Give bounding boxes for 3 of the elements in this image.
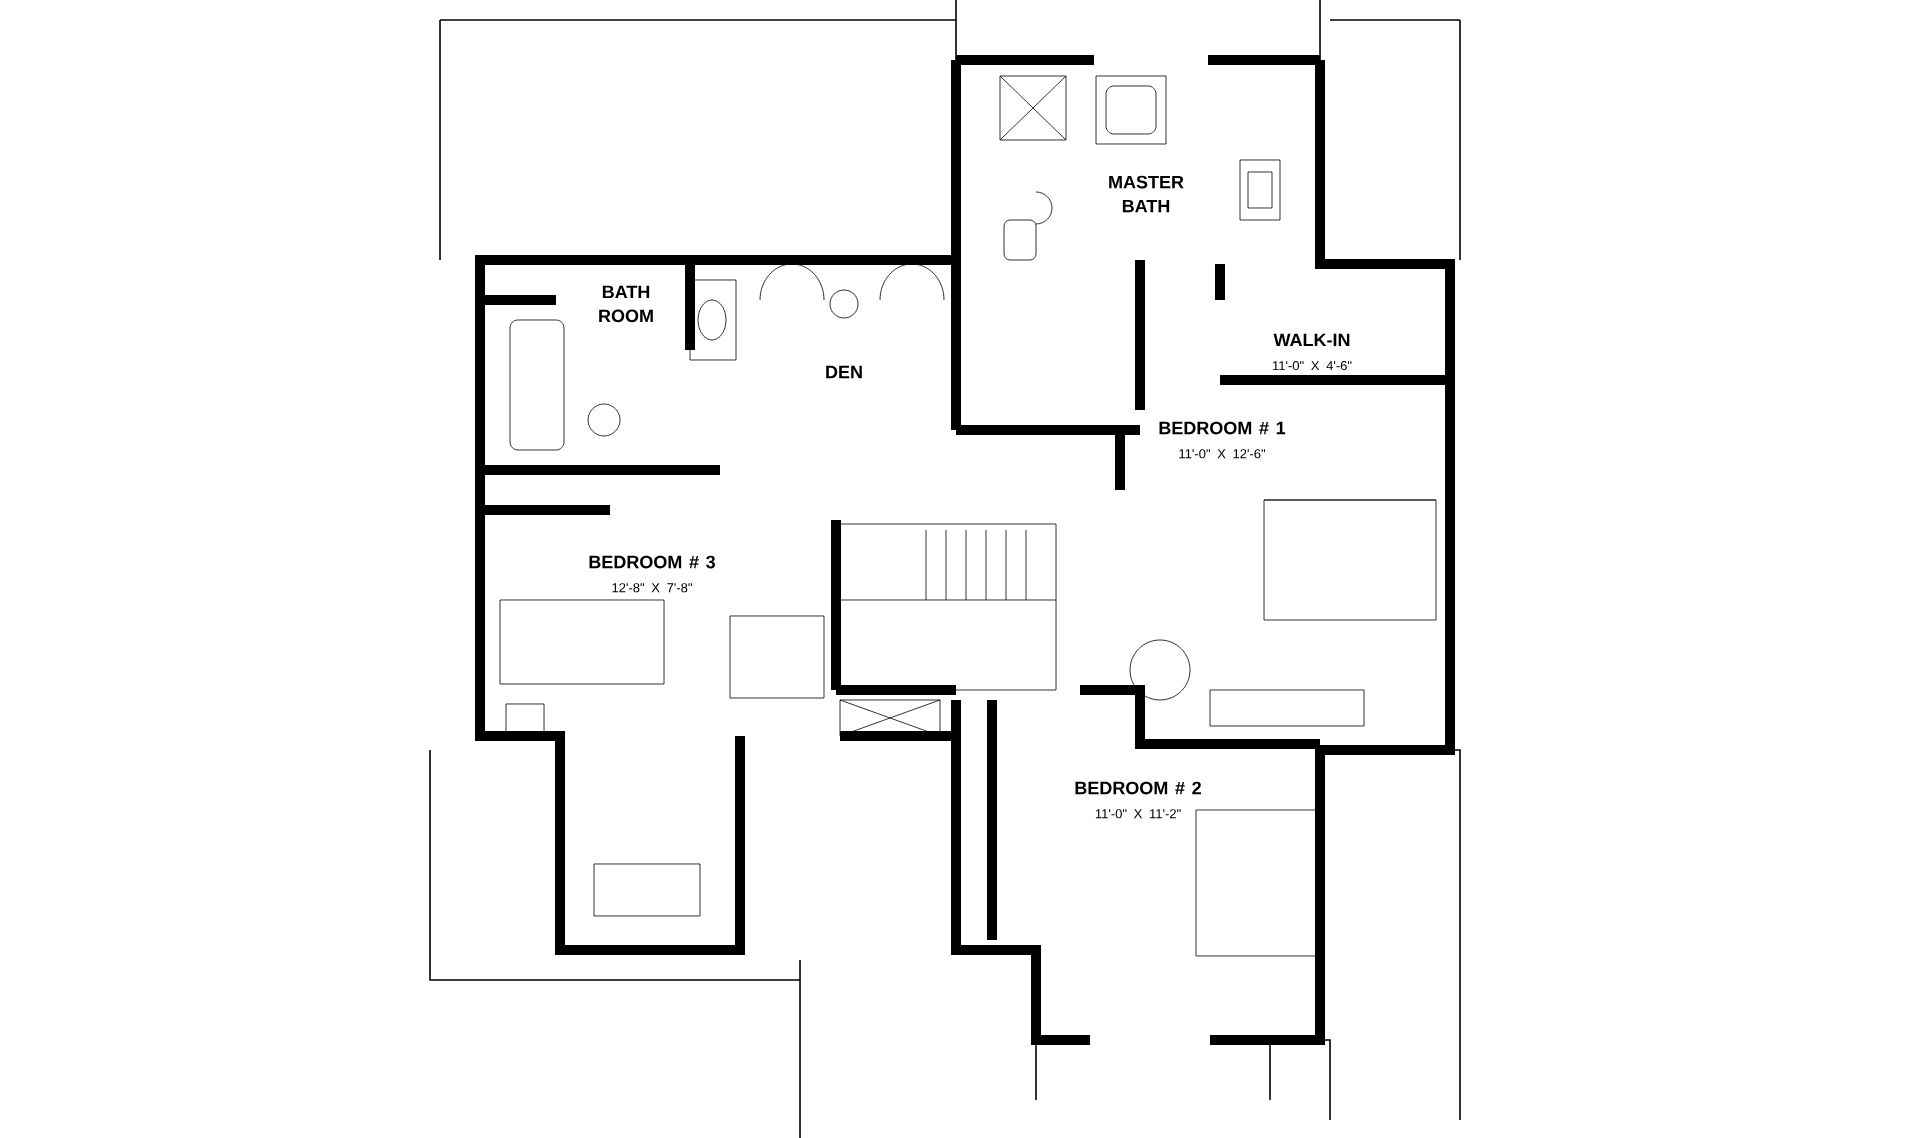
room-label: DEN xyxy=(826,365,862,379)
room-label: BATH ROOM xyxy=(599,285,653,323)
room-label: MASTER BATH xyxy=(1109,175,1184,213)
